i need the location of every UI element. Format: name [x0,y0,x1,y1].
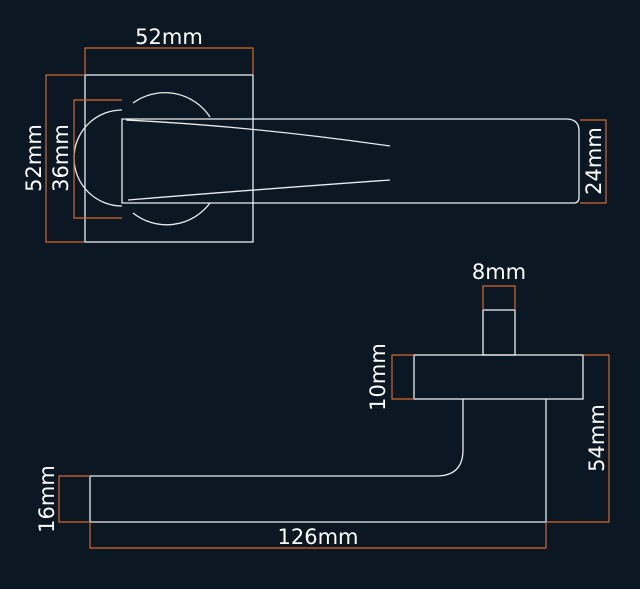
lever-width-dimension [580,119,607,204]
lever-length-dimension [89,523,547,549]
rose-width-label: 52mm [135,25,203,49]
side-view: 8mm 10mm 54mm 16mm 126mm [35,260,610,549]
rose-side-outline [413,354,584,400]
lever-projection-label: 54mm [585,404,609,472]
lever-top-outline [121,118,580,204]
round-rose-bottom-arc [132,202,211,226]
rose-inner-dimension [73,99,122,219]
square-rose-outline [84,74,254,243]
lever-thickness-label: 16mm [35,465,59,533]
lever-width-label: 24mm [582,127,606,195]
round-rose-top-arc [132,91,211,118]
lever-length-label: 126mm [278,525,359,549]
lever-top-facet-line [125,119,391,147]
rose-height-dimension [45,74,84,243]
rose-thickness-label: 10mm [366,343,390,411]
top-view: 52mm 52mm 36mm 24mm [22,25,607,243]
lever-bottom-facet-line [127,179,391,201]
lever-side-outline [89,399,547,523]
lever-projection-dimension [547,354,610,523]
rose-thickness-dimension [391,354,414,400]
rose-width-dimension [84,47,254,74]
spindle-width-label: 8mm [472,260,526,284]
spindle-width-dimension [482,285,516,310]
round-rose-left-arc [73,109,123,207]
spindle-outline [482,309,516,356]
rose-height-label: 52mm [22,124,46,192]
lever-thickness-dimension [58,475,90,523]
rose-inner-label: 36mm [49,124,73,192]
